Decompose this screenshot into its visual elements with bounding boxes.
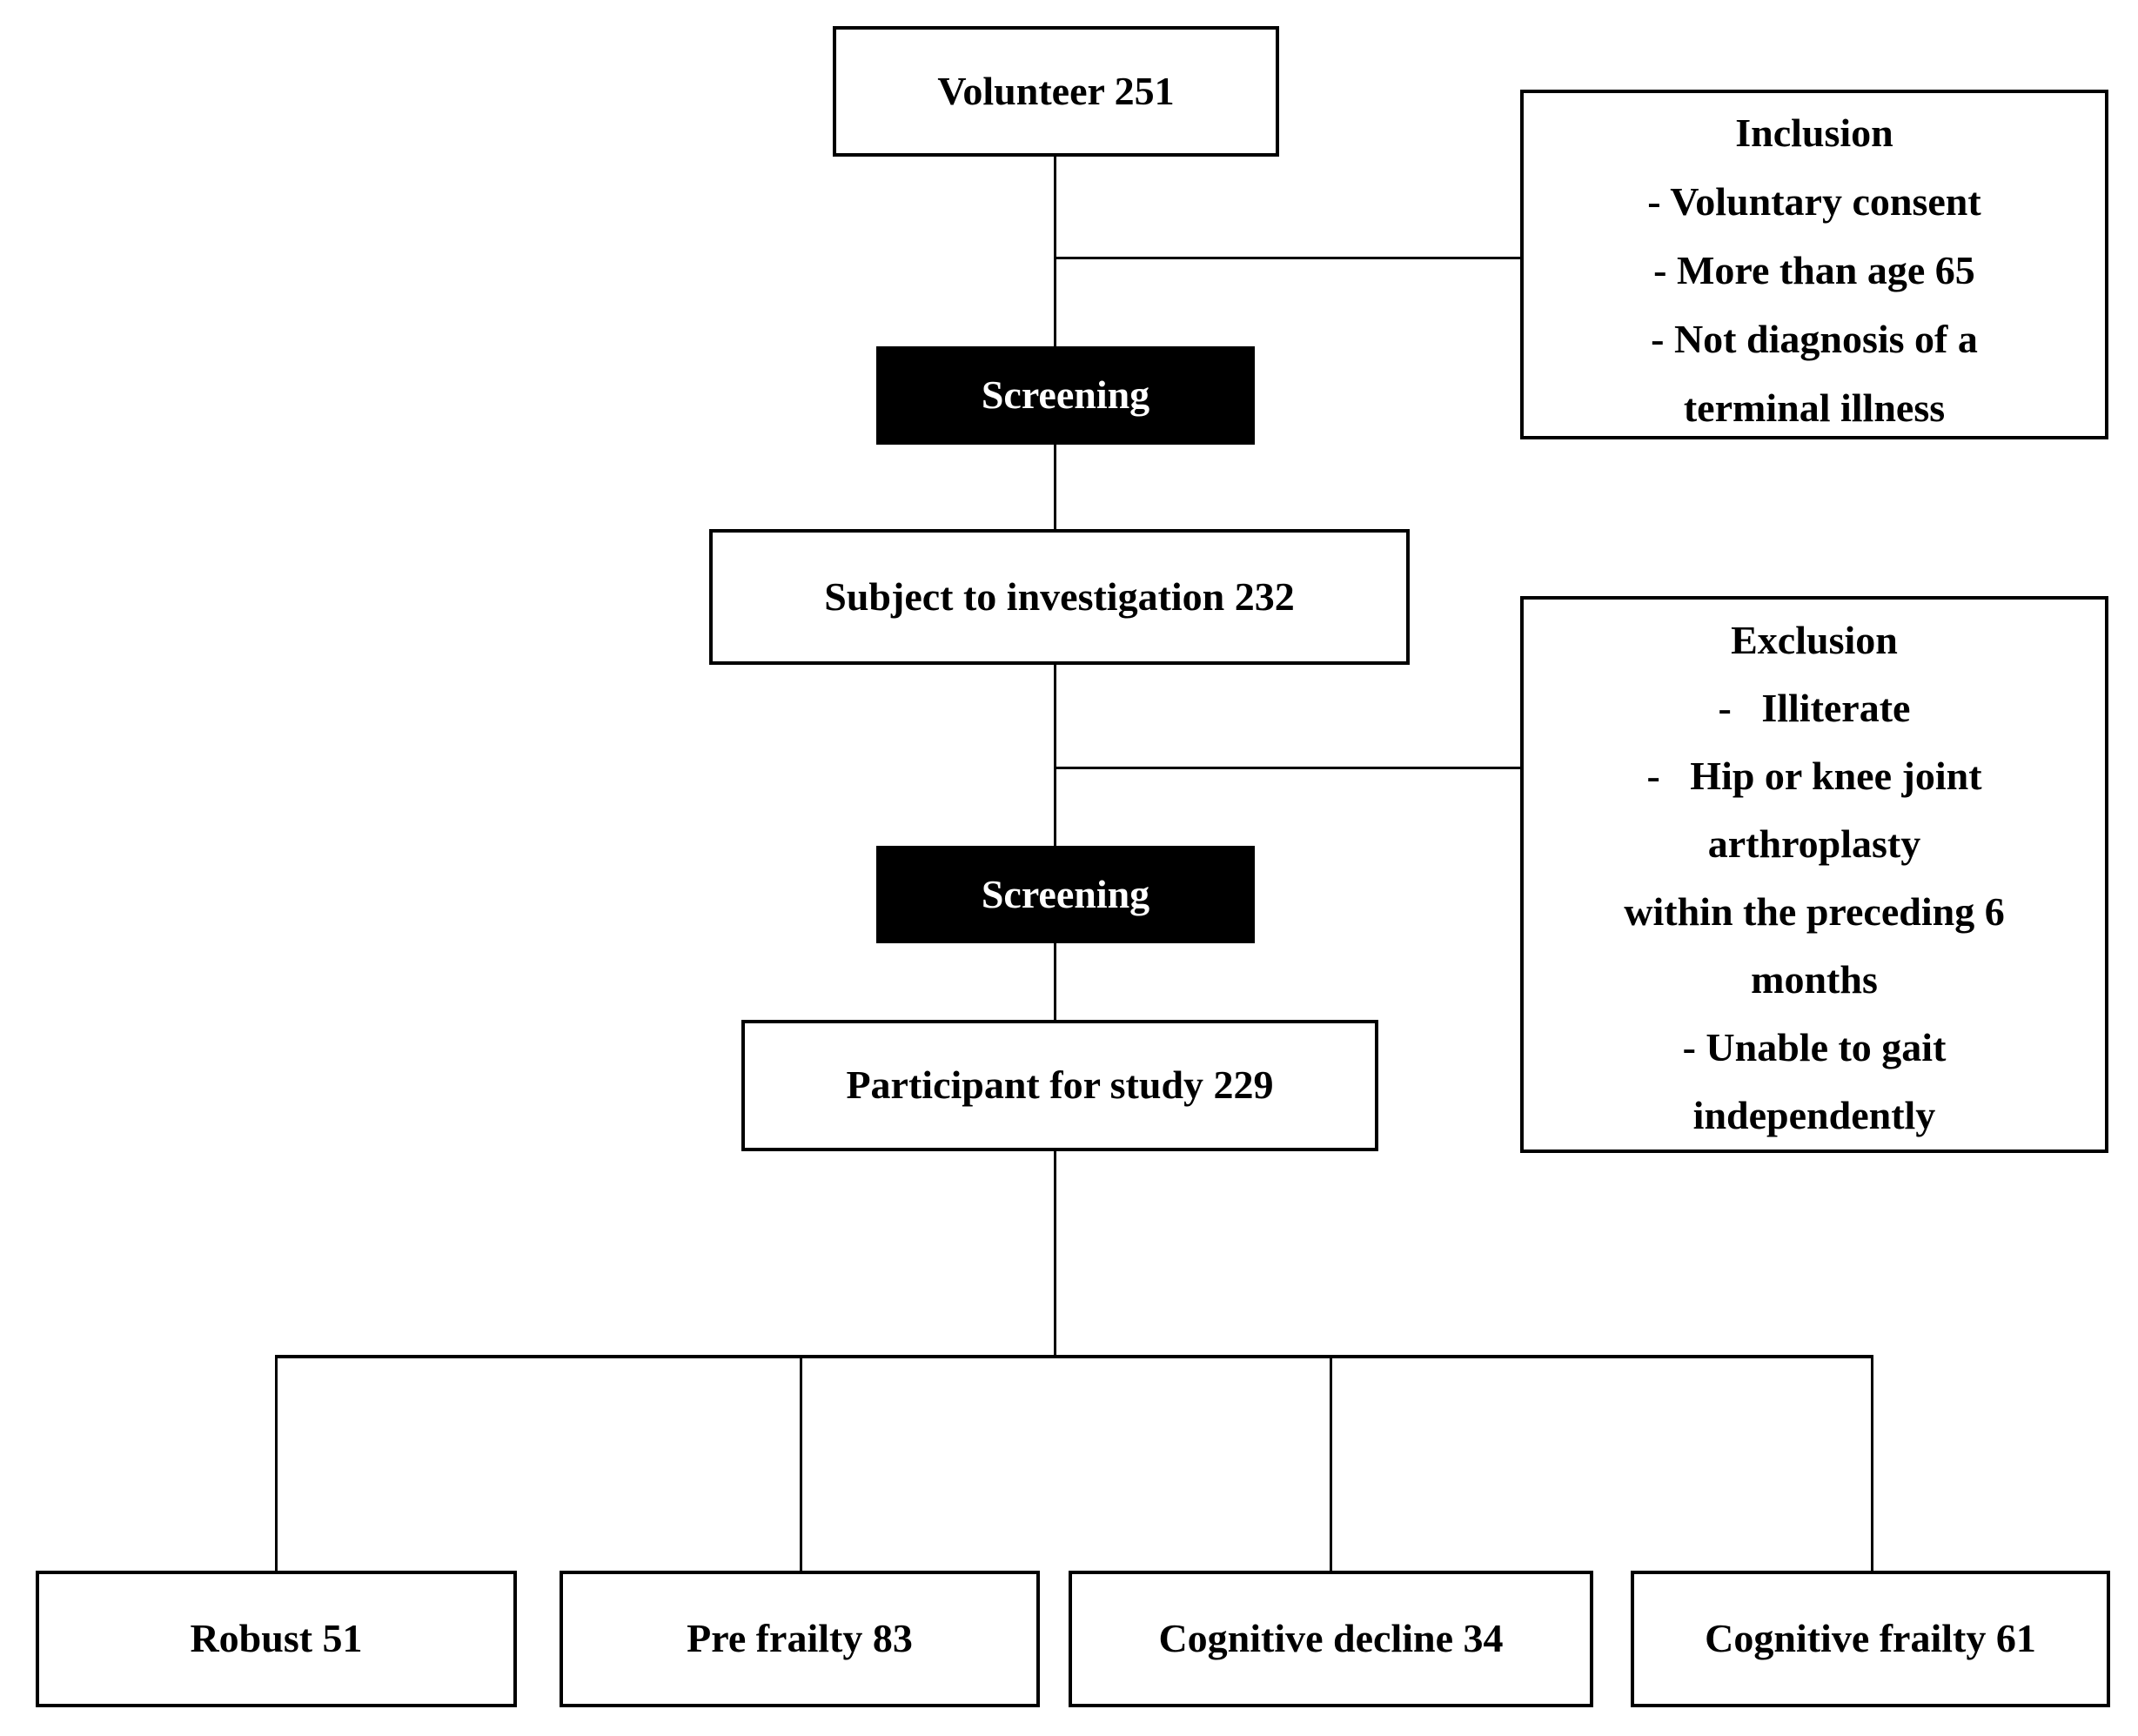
connector-screening-to-participant-line: [1054, 943, 1056, 1020]
screening-top-box: Screening: [876, 346, 1255, 445]
outcome-robust-box: Robust 51: [36, 1571, 517, 1707]
branch-drop-robust-line: [275, 1355, 278, 1571]
connector-to-exclusion-line: [1054, 767, 1520, 769]
outcome-pre-frailty-label: Pre frailty 83: [687, 1616, 913, 1661]
branch-drop-pre-frailty-line: [800, 1355, 802, 1571]
exclusion-criteria-box: Exclusion- Illiterate- Hip or knee joint…: [1520, 596, 2108, 1153]
outcome-cognitive-decline-box: Cognitive decline 34: [1069, 1571, 1593, 1707]
volunteer-box: Volunteer 251: [833, 26, 1279, 157]
subject-box: Subject to investigation 232: [709, 529, 1410, 665]
connector-subject-to-screening-line: [1054, 665, 1056, 846]
branch-drop-cognitive-frailty-line: [1871, 1355, 1873, 1571]
connector-screening-to-subject-line: [1054, 445, 1056, 529]
outcome-cognitive-frailty-label: Cognitive frailty 61: [1705, 1616, 2036, 1661]
outcome-cognitive-frailty-box: Cognitive frailty 61: [1631, 1571, 2110, 1707]
screening-bottom-label: Screening: [981, 871, 1150, 916]
outcome-pre-frailty-box: Pre frailty 83: [560, 1571, 1040, 1707]
outcome-cognitive-decline-label: Cognitive decline 34: [1158, 1616, 1504, 1661]
screening-bottom-box: Screening: [876, 846, 1255, 943]
subject-label: Subject to investigation 232: [824, 573, 1295, 619]
inclusion-criteria-box: Inclusion- Voluntary consent- More than …: [1520, 90, 2108, 439]
branch-drop-cognitive-decline-line: [1330, 1355, 1332, 1571]
participant-box: Participant for study 229: [741, 1020, 1378, 1151]
participant-label: Participant for study 229: [846, 1062, 1274, 1108]
connector-volunteer-to-screening-line: [1054, 157, 1056, 346]
connector-participant-to-branch-line: [1054, 1151, 1056, 1357]
connector-to-inclusion-line: [1054, 257, 1520, 259]
branch-horizontal-line: [275, 1355, 1873, 1358]
outcome-robust-label: Robust 51: [190, 1616, 363, 1661]
screening-top-label: Screening: [981, 372, 1150, 418]
volunteer-label: Volunteer 251: [937, 68, 1175, 113]
